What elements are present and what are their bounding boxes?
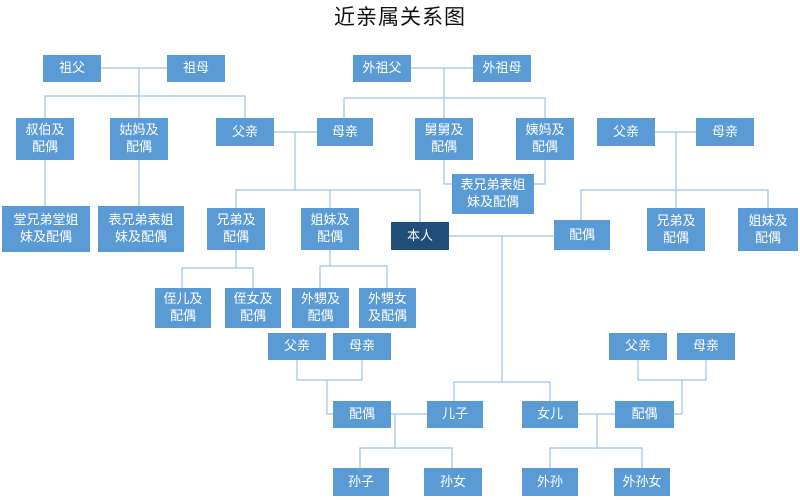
connector-line [453,381,551,402]
node-son-spouse-father: 父亲 [268,333,326,360]
node-maternal-cousins: 表兄弟表姐 妹及配偶 [452,174,534,214]
node-maternal-grandfather: 外祖父 [353,55,411,82]
node-spouse-brothers: 兄弟及 配偶 [647,208,705,251]
node-spouse-father: 父亲 [597,118,655,146]
node-sister-daughter: 外甥女 及配偶 [359,288,416,328]
connector-line [444,97,546,118]
node-daughter-granddaughter: 外孙女 [614,468,670,496]
connector-line [395,447,453,468]
connector-line [637,360,707,381]
node-daughter-spouse-mother: 母亲 [677,333,735,360]
node-maternal-grandmother: 外祖母 [473,55,531,82]
node-paternal-cousins: 堂兄弟堂姐 妹及配偶 [2,206,90,252]
node-son-spouse-mother: 母亲 [333,333,391,360]
connector-line [181,267,254,288]
node-sisters: 姐妹及 配偶 [301,208,359,250]
connector-line [549,414,598,468]
connector-line [534,160,546,185]
connector-line [580,189,769,220]
node-niece: 侄女及 配偶 [225,288,281,328]
node-spouse-mother: 母亲 [696,118,754,146]
node-paternal-grandmother: 祖母 [167,55,225,82]
node-brothers: 兄弟及 配偶 [207,208,265,250]
node-daughter: 女儿 [522,401,578,428]
page-title: 近亲属关系图 [334,5,466,29]
node-sister-son: 外甥及 配偶 [292,288,349,328]
node-son: 儿子 [427,401,483,428]
connector-line [674,380,683,415]
connector-line [44,68,140,118]
connector-line [359,414,396,468]
node-maternal-uncle: 舅舅及 配偶 [415,118,473,160]
node-paternal-aunt-cousins: 表兄弟表姐 妹及配偶 [98,206,184,252]
connector-line [343,68,445,118]
node-paternal-aunt: 姑妈及 配偶 [110,118,168,160]
connector-line [319,265,388,288]
connector-line [235,189,421,222]
node-spouse-sisters: 姐妹及 配偶 [738,208,798,251]
node-nephew: 侄儿及 配偶 [155,288,211,328]
node-mother: 母亲 [317,118,373,146]
connector-line [443,160,452,185]
connector-line [139,95,246,118]
node-daughter-spouse: 配偶 [615,401,674,428]
node-granddaughter: 孙女 [424,468,482,496]
connector-line [296,360,363,381]
node-spouse: 配偶 [554,220,610,250]
node-son-spouse: 配偶 [333,401,391,428]
node-self: 本人 [391,222,449,250]
node-father: 父亲 [216,118,274,146]
node-daughter-grandson: 外孙 [522,468,578,496]
connector-line [326,380,333,415]
node-maternal-aunt: 姨妈及 配偶 [516,118,574,160]
connector-line [597,447,643,468]
node-paternal-uncle: 叔伯及 配偶 [16,118,74,160]
node-daughter-spouse-father: 父亲 [609,333,667,360]
node-grandson: 孙子 [333,468,389,496]
node-paternal-grandfather: 祖父 [43,55,101,82]
